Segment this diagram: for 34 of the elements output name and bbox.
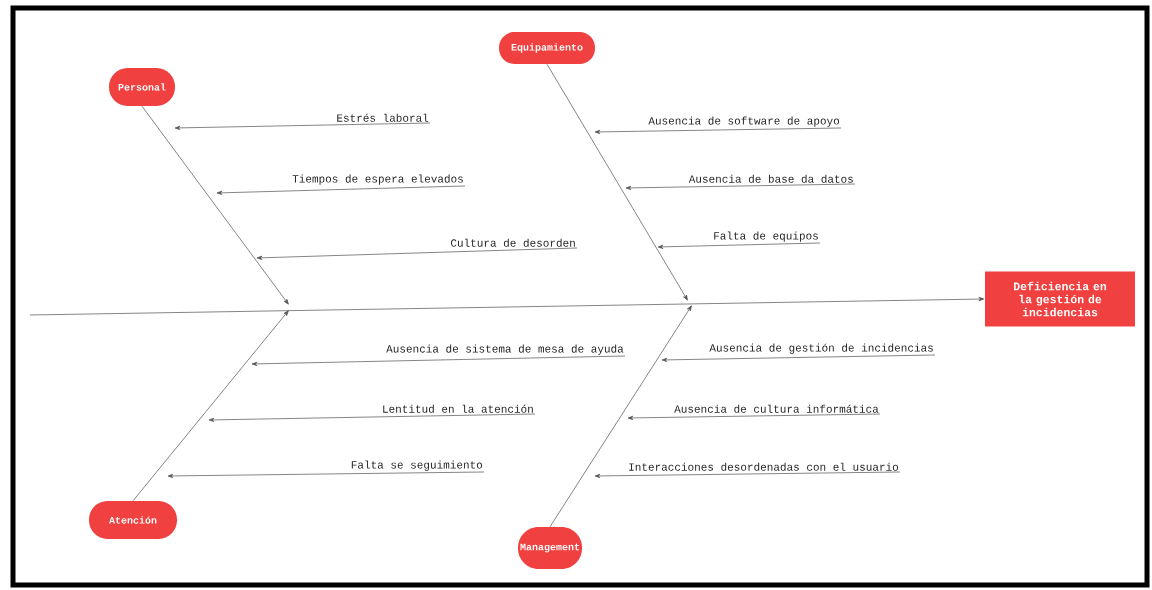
category-pill: Atención <box>89 501 177 539</box>
cause-arrow <box>167 471 485 478</box>
effect-box: Deficiencia en la gestión de incidencias <box>985 271 1135 327</box>
bone-arrow <box>549 305 692 528</box>
category-pill: Equipamiento <box>499 32 595 64</box>
cause-arrow <box>594 127 842 134</box>
cause-label: Ausencia de base da datos <box>688 174 853 183</box>
category-pill: Management <box>518 527 582 569</box>
cause-arrow <box>216 185 466 195</box>
cause-label: Lentitud en la atención <box>383 404 533 413</box>
cause-arrow <box>627 413 881 420</box>
cause-arrow <box>251 355 626 366</box>
cause-label: Ausencia de cultura informática <box>674 404 879 413</box>
cause-arrow <box>625 183 856 190</box>
bone-arrow <box>141 105 289 305</box>
cause-label: Ausencia de sistema de mesa de ayuda <box>386 344 624 355</box>
spine-arrow <box>29 297 985 316</box>
cause-label: Tiempos de espera elevados <box>292 174 463 185</box>
cause-arrow <box>208 413 536 422</box>
cause-arrow <box>256 247 578 260</box>
cause-label: Estrés laboral <box>337 113 429 122</box>
cause-label: Ausencia de software de apoyo <box>648 116 840 127</box>
cause-label: Falta de equipos <box>714 231 818 242</box>
bone-arrow <box>546 63 688 301</box>
category-pill: Personal <box>109 68 175 106</box>
cause-arrow <box>661 354 936 362</box>
cause-label: Ausencia de gestión de incidencias <box>709 343 933 354</box>
cause-label: Falta se seguimiento <box>351 460 483 471</box>
cause-label: Interacciones desordenadas con el usuario <box>629 462 899 471</box>
cause-label: Cultura de desorden <box>451 238 575 247</box>
cause-arrow <box>594 471 901 478</box>
cause-arrow <box>657 242 821 249</box>
cause-arrow <box>174 122 431 130</box>
bone-arrow <box>132 310 289 502</box>
